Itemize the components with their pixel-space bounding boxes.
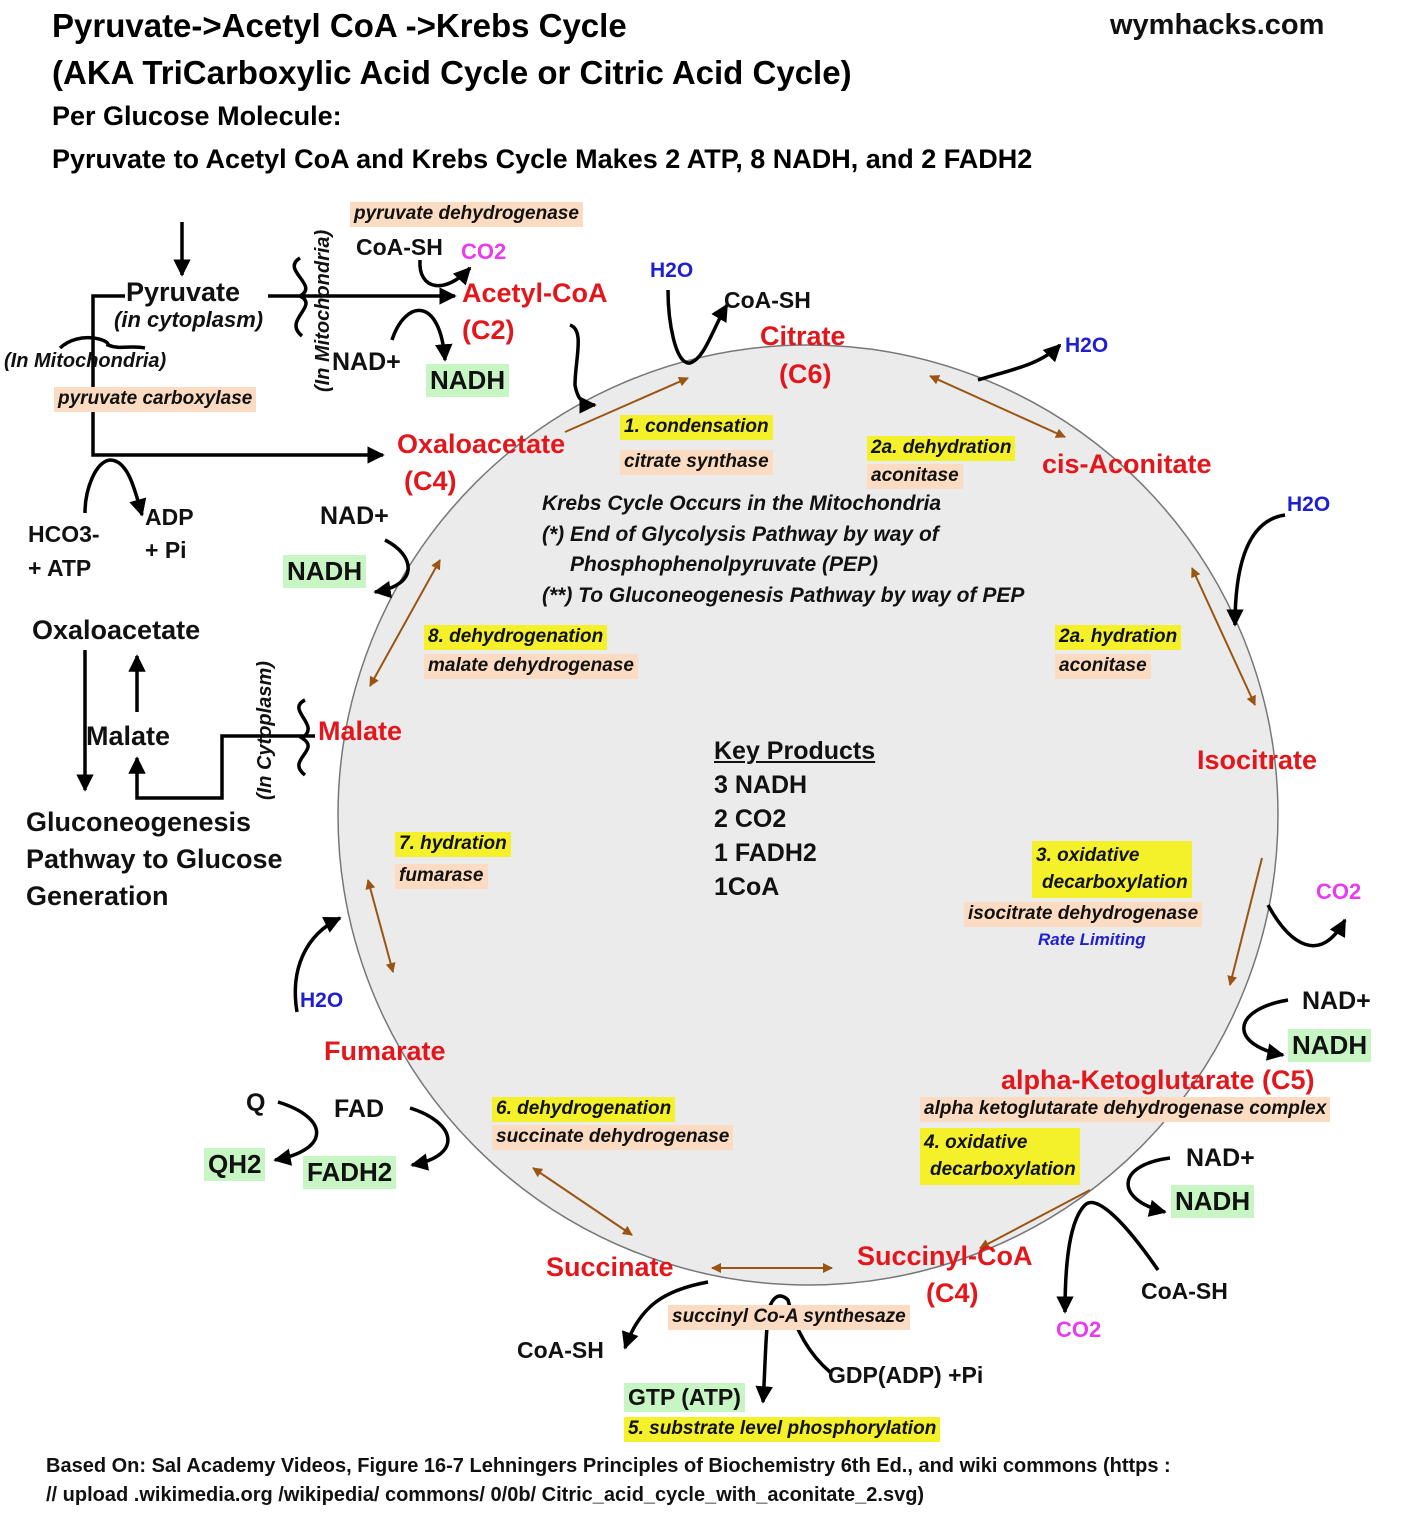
hco3-label: HCO3- — [28, 521, 100, 547]
pyruvate-location: (in cytoplasm) — [114, 307, 264, 332]
isocitrate-label: Isocitrate — [1197, 745, 1318, 775]
enzyme-isocitrate-dehydrogenase: isocitrate dehydrogenase — [964, 902, 1203, 927]
gdp-label: GDP(ADP) +Pi — [828, 1362, 984, 1388]
coa-sh-pdh: CoA-SH — [356, 234, 443, 260]
key-product-item: 3 NADH — [714, 771, 808, 799]
step-3-line-2: decarboxylation — [1042, 871, 1188, 893]
malate-label: Malate — [318, 716, 403, 746]
qh2-label: QH2 — [204, 1148, 266, 1181]
plus-atp-label: + ATP — [28, 555, 92, 581]
step-7-hydration: 7. hydration — [395, 832, 511, 857]
enzyme-pyruvate-carboxylase: pyruvate carboxylase — [54, 387, 257, 412]
fumarate-label: Fumarate — [324, 1036, 446, 1066]
step-4-line-1: 4. oxidative — [924, 1132, 1028, 1153]
alpha-ketoglutarate-label: alpha-Ketoglutarate (C5) — [1001, 1065, 1315, 1095]
enzyme-akg-dehydrogenase: alpha ketoglutarate dehydrogenase comple… — [920, 1097, 1331, 1122]
key-product-item: 2 CO2 — [714, 805, 787, 833]
center-note-line-1: Krebs Cycle Occurs in the Mitochondria — [542, 492, 942, 515]
in-mitochondria-vertical: (In Mitochondria) — [312, 229, 334, 392]
site-name: wymhacks.com — [1110, 9, 1325, 41]
step-3-oxidative-decarboxylation: 3. oxidative decarboxylation — [1032, 841, 1192, 899]
citrate-label: Citrate — [760, 321, 846, 351]
enzyme-succinyl-coa-synthetase: succinyl Co-A synthesaze — [668, 1305, 910, 1330]
enzyme-fumarase: fumarase — [395, 864, 488, 889]
gluconeogenesis-oxaloacetate: Oxaloacetate — [32, 615, 201, 645]
cis-aconitate-label: cis-Aconitate — [1042, 449, 1212, 479]
oxaloacetate-carbons: (C4) — [404, 466, 457, 496]
succinyl-coa-label: Succinyl-CoA — [857, 1241, 1033, 1271]
center-note-line-3: Phosphophenolpyruvate (PEP) — [570, 553, 879, 576]
fadh2-label: FADH2 — [303, 1156, 397, 1189]
q-label: Q — [246, 1089, 266, 1117]
enzyme-citrate-synthase: citrate synthase — [620, 450, 773, 475]
adp-label: ADP — [145, 504, 194, 530]
co2-pdh: CO2 — [461, 239, 507, 264]
title-line-1: Pyruvate->Acetyl CoA ->Krebs Cycle — [52, 7, 627, 44]
nadh-pdh: NADH — [426, 364, 510, 397]
co2-idh: CO2 — [1316, 879, 1362, 904]
footer-source-line-2: // upload .wikimedia.org /wikipedia/ com… — [46, 1484, 925, 1506]
key-product-item: 1 FADH2 — [714, 839, 817, 867]
center-note-line-2: (*) End of Glycolysis Pathway by way of — [542, 523, 939, 546]
pyruvate-label: Pyruvate — [126, 277, 241, 307]
pathway-arrows — [58, 222, 1347, 1404]
key-product-item: 1CoA — [714, 873, 780, 901]
succinyl-coa-carbons: (C4) — [926, 1278, 979, 1308]
step-8-dehydrogenation: 8. dehydrogenation — [424, 625, 608, 650]
gluconeogenesis-line-1: Gluconeogenesis — [26, 807, 252, 837]
center-note-line-4: (**) To Gluconeogenesis Pathway by way o… — [542, 584, 1025, 607]
nadh-idh: NADH — [1288, 1029, 1372, 1062]
enzyme-succinate-dehydrogenase: succinate dehydrogenase — [492, 1125, 734, 1150]
h2o-fumarase: H2O — [300, 989, 344, 1012]
step-1-condensation: 1. condensation — [620, 415, 773, 440]
coa-sh-citrate-synthase: CoA-SH — [724, 287, 811, 313]
nad-plus-pdh: NAD+ — [332, 348, 401, 376]
enzyme-aconitase-dehydration: aconitase — [867, 464, 963, 489]
acetyl-coa-label: Acetyl-CoA — [462, 278, 608, 308]
step-2a-dehydration: 2a. dehydration — [867, 436, 1016, 461]
in-mitochondria-label: (In Mitochondria) — [4, 350, 167, 372]
coa-sh-akgdh: CoA-SH — [1141, 1278, 1228, 1304]
step-3-line-1: 3. oxidative — [1036, 845, 1140, 866]
succinate-label: Succinate — [546, 1252, 674, 1282]
nad-plus-akgdh: NAD+ — [1186, 1144, 1255, 1172]
nadh-akgdh: NADH — [1171, 1185, 1255, 1218]
step-2a-hydration: 2a. hydration — [1055, 625, 1182, 650]
rate-limiting-label: Rate Limiting — [1038, 930, 1146, 949]
gluconeogenesis-malate: Malate — [86, 721, 171, 751]
subtitle-line-1: Per Glucose Molecule: — [52, 101, 342, 131]
title-line-2: (AKA TriCarboxylic Acid Cycle or Citric … — [52, 54, 852, 91]
footer-source-line-1: Based On: Sal Academy Videos, Figure 16-… — [46, 1455, 1171, 1477]
subtitle-line-2: Pyruvate to Acetyl CoA and Krebs Cycle M… — [52, 144, 1033, 174]
cycle-step-arrows — [365, 375, 1263, 1273]
enzyme-aconitase-hydration: aconitase — [1055, 654, 1151, 679]
step-5-substrate-phosphorylation: 5. substrate level phosphorylation — [624, 1417, 941, 1442]
plus-pi-label: + Pi — [145, 537, 187, 563]
gluconeogenesis-line-3: Generation — [26, 881, 169, 911]
cycle-circle — [337, 344, 1279, 1286]
h2o-hydration: H2O — [1287, 493, 1331, 516]
gluconeogenesis-line-2: Pathway to Glucose — [26, 844, 283, 874]
oxaloacetate-label: Oxaloacetate — [397, 429, 566, 459]
h2o-dehydration: H2O — [1065, 334, 1109, 357]
step-4-line-2: decarboxylation — [930, 1158, 1076, 1180]
nad-plus-idh: NAD+ — [1302, 987, 1371, 1015]
enzyme-malate-dehydrogenase: malate dehydrogenase — [424, 654, 638, 679]
key-products-title: Key Products — [714, 737, 876, 765]
h2o-citrate-synthase: H2O — [650, 259, 694, 282]
nadh-mdh: NADH — [283, 555, 367, 588]
co2-akgdh: CO2 — [1056, 1317, 1102, 1342]
gtp-label: GTP (ATP) — [624, 1383, 745, 1413]
acetyl-coa-carbons: (C2) — [462, 315, 515, 345]
in-cytoplasm-vertical: (In Cytoplasm) — [254, 661, 276, 800]
coa-sh-succinate: CoA-SH — [517, 1337, 604, 1363]
nad-plus-mdh: NAD+ — [320, 502, 389, 530]
citrate-carbons: (C6) — [779, 359, 832, 389]
step-4-oxidative-decarboxylation: 4. oxidative decarboxylation — [920, 1128, 1080, 1186]
step-6-dehydrogenation: 6. dehydrogenation — [492, 1097, 676, 1122]
fad-label: FAD — [334, 1095, 384, 1123]
enzyme-pyruvate-dehydrogenase: pyruvate dehydrogenase — [350, 202, 583, 227]
